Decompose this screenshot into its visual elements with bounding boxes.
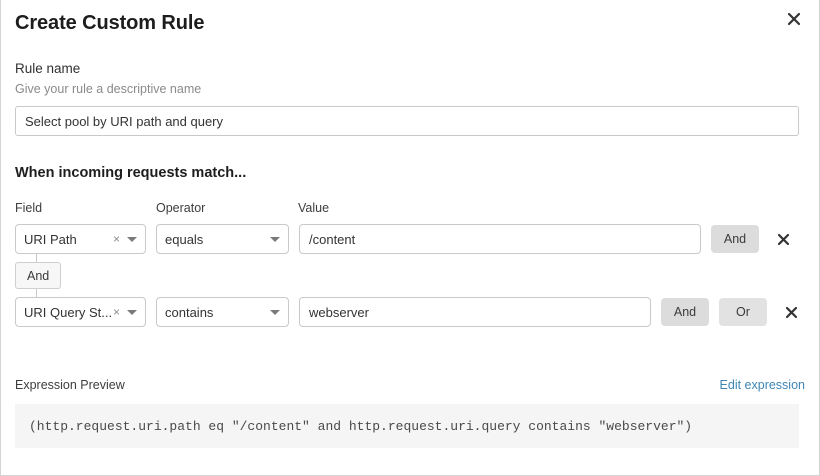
delete-condition-button-row-2[interactable] xyxy=(781,302,801,322)
connector-and-badge[interactable]: And xyxy=(15,262,62,289)
expression-preview-code: (http.request.uri.path eq "/content" and… xyxy=(15,404,799,448)
operator-select-row-2[interactable]: contains xyxy=(156,297,289,327)
rule-name-label: Rule name xyxy=(15,61,81,76)
column-header-field: Field xyxy=(15,201,43,215)
field-select-row-1[interactable]: URI Path × xyxy=(15,224,146,254)
rule-name-input[interactable] xyxy=(15,106,799,136)
modal-header: Create Custom Rule xyxy=(15,0,805,46)
connector-line-top xyxy=(36,254,37,262)
chevron-down-icon-row-2-operator xyxy=(270,309,280,315)
clear-field-icon-row-1[interactable]: × xyxy=(112,232,120,246)
close-icon xyxy=(787,12,801,26)
or-button-row-2[interactable]: Or xyxy=(719,298,767,326)
close-modal-button[interactable] xyxy=(781,6,807,32)
condition-row: URI Path × equals And xyxy=(15,224,805,254)
page-title: Create Custom Rule xyxy=(15,12,205,34)
expression-preview-section: Expression Preview Edit expression (http… xyxy=(15,377,805,448)
field-select-row-2[interactable]: URI Query St... × xyxy=(15,297,146,327)
expression-preview-label: Expression Preview xyxy=(15,378,125,392)
value-input-row-2[interactable] xyxy=(299,297,651,327)
edit-expression-link[interactable]: Edit expression xyxy=(719,378,805,392)
delete-condition-button-row-1[interactable] xyxy=(773,229,793,249)
chevron-down-icon-row-2-field xyxy=(127,309,137,315)
connector-line-bottom xyxy=(36,289,37,297)
match-section-heading: When incoming requests match... xyxy=(15,165,247,181)
value-input-row-1[interactable] xyxy=(299,224,701,254)
field-select-value-row-2: URI Query St... xyxy=(24,304,113,320)
column-header-value: Value xyxy=(298,201,330,215)
column-header-operator: Operator xyxy=(156,201,206,215)
and-button-row-1[interactable]: And xyxy=(711,225,759,253)
close-icon xyxy=(777,233,789,245)
condition-column-headers: Field Operator Value xyxy=(15,201,805,219)
clear-field-icon-row-2[interactable]: × xyxy=(112,305,120,319)
condition-row: URI Query St... × contains And Or xyxy=(15,297,805,327)
chevron-down-icon-row-1-operator xyxy=(270,236,280,242)
chevron-down-icon-row-1-field xyxy=(127,236,137,242)
and-button-row-2[interactable]: And xyxy=(661,298,709,326)
field-select-value-row-1: URI Path xyxy=(24,231,77,247)
condition-connector: And xyxy=(15,254,126,297)
close-icon xyxy=(785,306,797,318)
conditions-list: URI Path × equals And And xyxy=(15,224,805,327)
operator-select-value-row-2: contains xyxy=(165,304,214,320)
operator-select-value-row-1: equals xyxy=(165,231,204,247)
operator-select-row-1[interactable]: equals xyxy=(156,224,289,254)
rule-name-help-text: Give your rule a descriptive name xyxy=(15,82,202,96)
